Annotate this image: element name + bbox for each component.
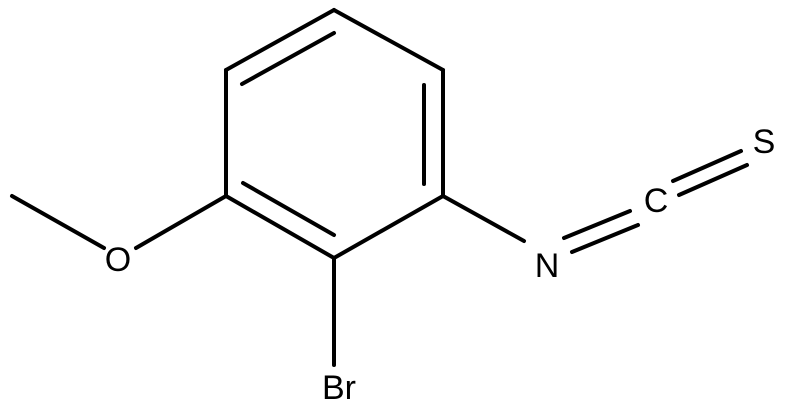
bond-ring-to-nitrogen <box>441 194 526 243</box>
sulfur-atom-label: S <box>753 123 776 161</box>
bond-ring-to-oxygen <box>134 194 228 250</box>
nitrogen-atom-label: N <box>535 247 560 285</box>
ring-bond-top-left <box>224 8 336 72</box>
ring-bond-bottom-right <box>332 194 445 260</box>
bromine-atom-label: Br <box>322 369 356 407</box>
double-bond-carbon-sulfur-1 <box>671 149 743 183</box>
ring-bond-top-left-inner <box>240 31 336 86</box>
bond-oxygen-to-methyl <box>10 194 106 250</box>
double-bond-nitrogen-carbon-2 <box>570 223 640 254</box>
benzene-ring <box>224 8 445 260</box>
ring-bond-bottom-left-inner <box>241 181 336 237</box>
ring-bond-top-right <box>332 8 445 72</box>
ring-bond-bottom-left <box>224 194 336 260</box>
carbon-atom-label: C <box>644 182 669 220</box>
oxygen-atom-label: O <box>105 241 131 279</box>
double-bond-carbon-sulfur-2 <box>677 163 749 197</box>
double-bond-nitrogen-carbon-1 <box>562 209 632 240</box>
